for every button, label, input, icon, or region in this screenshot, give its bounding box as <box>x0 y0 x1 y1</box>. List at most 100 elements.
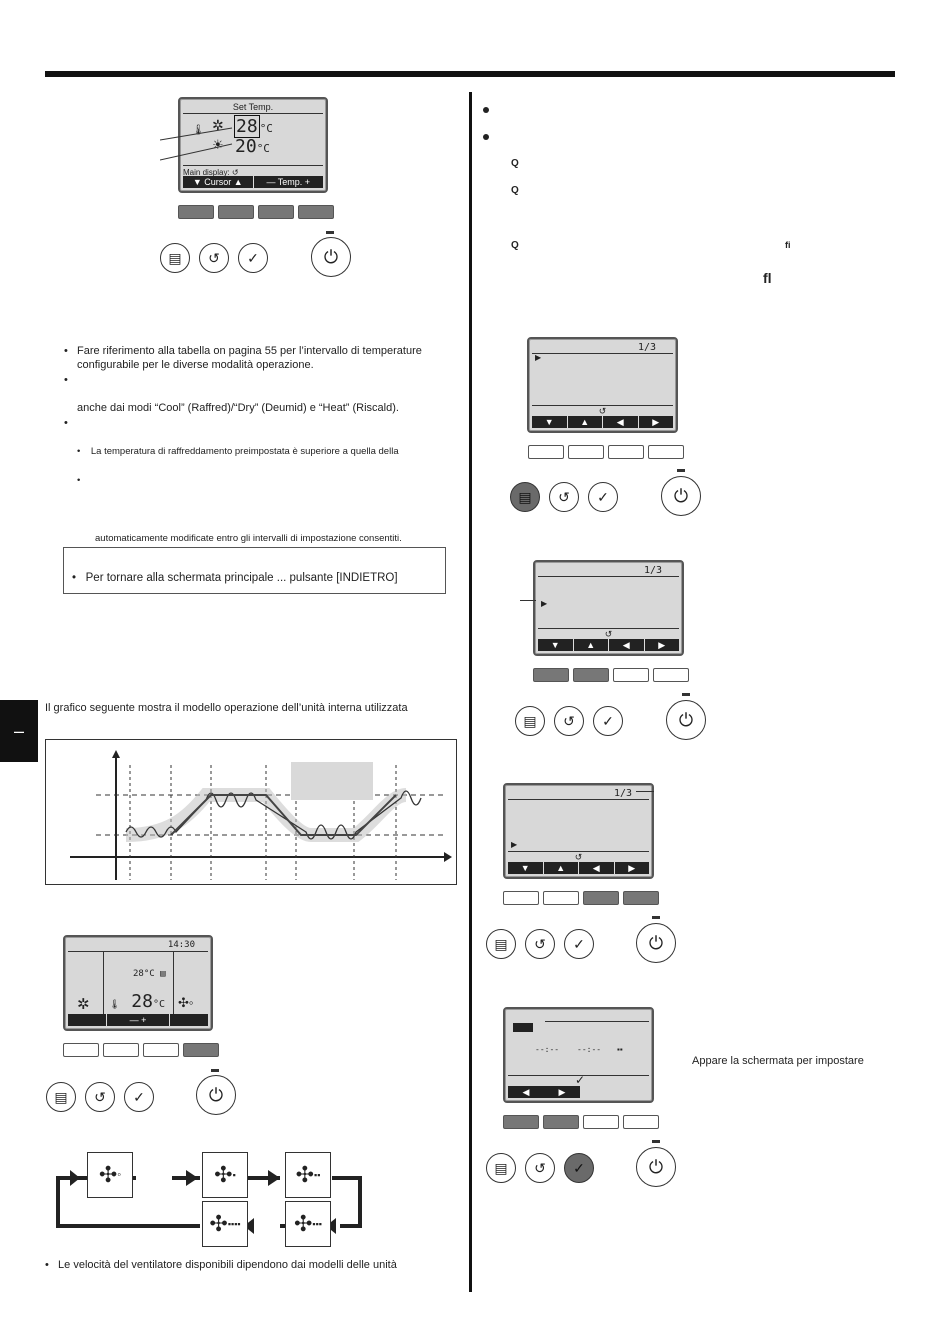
power-led <box>652 916 660 919</box>
menu-icon[interactable]: ▤ <box>46 1082 76 1112</box>
screen-caption: Appare la schermata per impostare <box>692 1055 864 1067</box>
softkey-bar: ▼▲◀▶ <box>508 862 649 874</box>
thermometer-icon: 🌡 <box>192 125 205 136</box>
f1-button[interactable] <box>178 205 214 219</box>
return-icon[interactable]: ↺ <box>199 243 229 273</box>
power-icon[interactable]: ⏻ <box>196 1075 236 1115</box>
main-display-label: Main display: ↺ <box>183 168 239 177</box>
check-icon[interactable]: ✓ <box>588 482 618 512</box>
return-icon: ↺ <box>604 629 613 639</box>
menu-screen-2: 1/3 ▶ ↺ ▼▲◀▶ <box>533 560 684 656</box>
q-mark-3: Q <box>511 240 519 251</box>
fan-level-icon: ▪▪ <box>617 1045 623 1054</box>
operation-graph-svg <box>70 750 452 880</box>
menu-icon[interactable]: ▤ <box>160 243 190 273</box>
function-keys <box>503 891 659 905</box>
f3-button[interactable] <box>608 445 644 459</box>
fl-ligature: ﬂ <box>763 270 772 286</box>
function-keys <box>528 445 684 459</box>
f4-button[interactable] <box>623 891 659 905</box>
f3-button[interactable] <box>143 1043 179 1057</box>
f3-button[interactable] <box>583 1115 619 1129</box>
side-tab: – <box>0 700 38 762</box>
return-icon[interactable]: ↺ <box>549 482 579 512</box>
fan-note: • Le velocità del ventilatore disponibil… <box>45 1259 397 1271</box>
softkey-bar: ◀ ▶ <box>508 1086 580 1098</box>
control-buttons: ▤ ↺ ✓ <box>46 1082 154 1112</box>
return-icon: ↺ <box>598 406 607 416</box>
softkey-bar: ▼▲◀▶ <box>538 639 679 651</box>
bullet-2 <box>483 134 489 140</box>
set-temp-screen: Set Temp. ✲ 🌡 28°C ☀ 20°C Main display: … <box>178 97 328 193</box>
f1-button[interactable] <box>533 668 569 682</box>
operation-graph <box>45 739 457 885</box>
f3-button[interactable] <box>613 668 649 682</box>
return-icon[interactable]: ↺ <box>525 1153 555 1183</box>
preset-temp: 28°C ▤ <box>133 969 166 979</box>
filter-icon: ▤ <box>160 969 166 979</box>
note-2-text: anche dai modi “Cool” (Raffred)/“Dry” (D… <box>77 402 399 414</box>
note-1: • Fare riferimento alla tabella on pagin… <box>64 345 422 371</box>
f4-button[interactable] <box>648 445 684 459</box>
control-buttons: ▤ ↺ ✓ <box>486 1153 594 1183</box>
f3-button[interactable] <box>258 205 294 219</box>
power-led <box>652 1140 660 1143</box>
callout-lines <box>160 127 233 161</box>
cool-icon: ✲ <box>212 117 224 133</box>
f4-button[interactable] <box>298 205 334 219</box>
softkey-bar: — + <box>68 1014 208 1026</box>
f2-button[interactable] <box>218 205 254 219</box>
sub-bullet-2-text: automaticamente modificate entro gli int… <box>95 533 402 544</box>
f2-button[interactable] <box>103 1043 139 1057</box>
return-icon[interactable]: ↺ <box>525 929 555 959</box>
power-icon[interactable]: ⏻ <box>636 923 676 963</box>
f4-button[interactable] <box>653 668 689 682</box>
top-rule <box>45 71 895 77</box>
control-buttons: ▤ ↺ ✓ <box>515 706 623 736</box>
f1-button[interactable] <box>503 891 539 905</box>
return-icon[interactable]: ↺ <box>554 706 584 736</box>
control-buttons: ▤ ↺ ✓ <box>160 243 268 273</box>
cursor-icon: ▶ <box>541 599 548 608</box>
menu-screen-3: 1/3 ▶ ↺ ▼▲◀▶ <box>503 783 654 879</box>
setting-screen: --:-- --:-- ▪▪ ✓ ◀ ▶ <box>503 1007 654 1103</box>
function-keys <box>63 1043 219 1057</box>
sub-bullet-2: • <box>77 475 81 486</box>
check-icon[interactable]: ✓ <box>564 1153 594 1183</box>
check-icon[interactable]: ✓ <box>238 243 268 273</box>
menu-icon[interactable]: ▤ <box>486 929 516 959</box>
check-icon[interactable]: ✓ <box>593 706 623 736</box>
callout-line <box>636 791 654 792</box>
menu-icon[interactable]: ▤ <box>510 482 540 512</box>
menu-icon[interactable]: ▤ <box>486 1153 516 1183</box>
check-icon[interactable]: ✓ <box>124 1082 154 1112</box>
power-icon[interactable]: ⏻ <box>311 237 351 277</box>
f1-button[interactable] <box>503 1115 539 1129</box>
f2-button[interactable] <box>573 668 609 682</box>
power-led <box>211 1069 219 1072</box>
power-icon[interactable]: ⏻ <box>636 1147 676 1187</box>
f2-button[interactable] <box>568 445 604 459</box>
callout-line <box>520 600 536 601</box>
menu-screen-1: 1/3 ▶ ↺ ▼▲◀▶ <box>527 337 678 433</box>
f4-button[interactable] <box>183 1043 219 1057</box>
time-field-2: --:-- <box>577 1045 602 1054</box>
f2-button[interactable] <box>543 891 579 905</box>
function-keys <box>533 668 689 682</box>
f3-button[interactable] <box>583 891 619 905</box>
power-icon[interactable]: ⏻ <box>661 476 701 516</box>
f4-button[interactable] <box>623 1115 659 1129</box>
f1-button[interactable] <box>528 445 564 459</box>
return-icon[interactable]: ↺ <box>85 1082 115 1112</box>
fan-speed-1-icon: ✣▪ <box>202 1152 248 1198</box>
check-icon[interactable]: ✓ <box>564 929 594 959</box>
f2-button[interactable] <box>543 1115 579 1129</box>
softkey-bar: ▼▲◀▶ <box>532 416 673 428</box>
function-keys <box>503 1115 659 1129</box>
cool-mode-icon: ✲ <box>77 996 90 1013</box>
power-icon[interactable]: ⏻ <box>666 700 706 740</box>
softkey-bar: ▼ Cursor ▲ — Temp. + <box>183 176 323 188</box>
f1-button[interactable] <box>63 1043 99 1057</box>
bullet-1 <box>483 107 489 113</box>
menu-icon[interactable]: ▤ <box>515 706 545 736</box>
